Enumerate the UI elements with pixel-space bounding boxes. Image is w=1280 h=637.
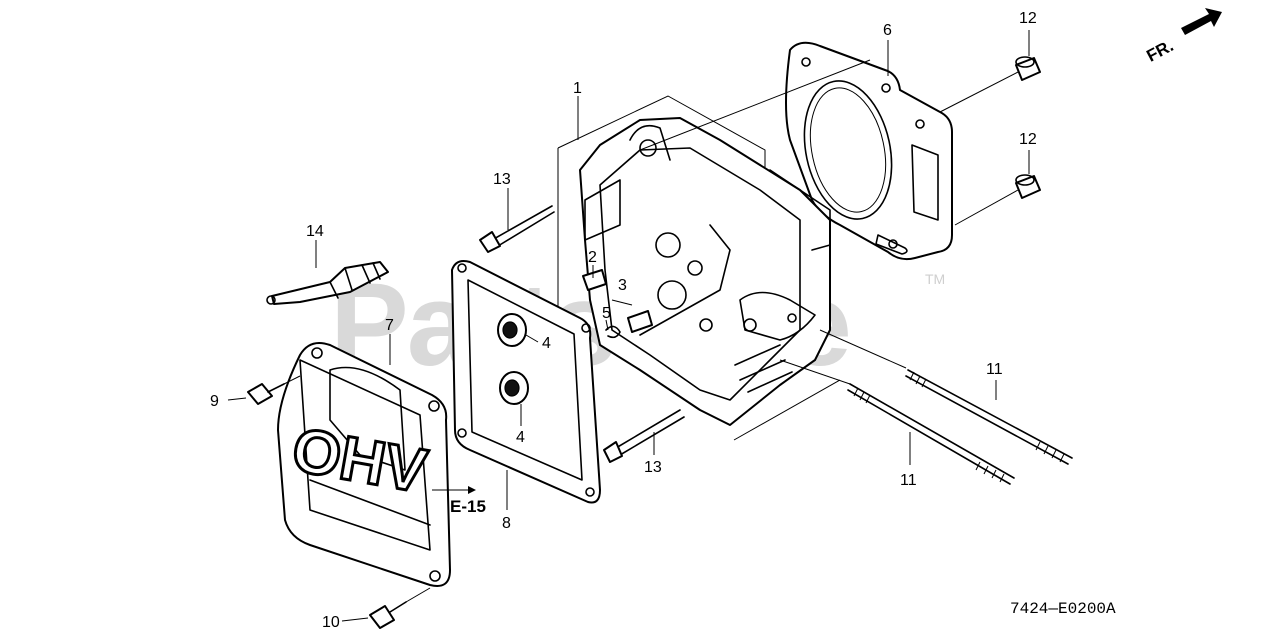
callout-12-upper: 12 bbox=[1019, 10, 1037, 27]
callout-6: 6 bbox=[883, 22, 892, 39]
dowel-pin-2 bbox=[582, 269, 607, 291]
head-cover: OHV bbox=[277, 342, 451, 587]
flange-bolt-lower bbox=[603, 409, 685, 463]
front-arrow-icon bbox=[1181, 8, 1222, 35]
dowel-pin-3 bbox=[627, 310, 653, 333]
watermark-trademark: TM bbox=[925, 271, 945, 287]
callout-4-upper: 4 bbox=[542, 335, 551, 352]
callout-4-lower: 4 bbox=[516, 429, 525, 446]
callout-3: 3 bbox=[618, 277, 627, 294]
spark-plug bbox=[266, 261, 389, 305]
callout-8: 8 bbox=[502, 515, 511, 532]
leader-lines bbox=[227, 30, 1030, 622]
callout-1: 1 bbox=[573, 80, 582, 97]
reference-label: E-15 bbox=[450, 497, 486, 516]
callout-9: 9 bbox=[210, 393, 219, 410]
callout-12-lower: 12 bbox=[1019, 131, 1037, 148]
front-direction-indicator: FR. bbox=[1143, 8, 1222, 66]
callout-2: 2 bbox=[588, 249, 597, 266]
front-direction-label: FR. bbox=[1143, 36, 1176, 66]
callout-10: 10 bbox=[322, 614, 340, 631]
valve-stem-seal-lower bbox=[499, 371, 529, 405]
cylinder-head bbox=[557, 95, 841, 441]
dowel-pin-upper bbox=[1015, 56, 1041, 81]
callout-11-upper: 11 bbox=[986, 361, 1003, 378]
diagram-code: 7424—E0200A bbox=[1010, 600, 1116, 618]
callout-11-lower: 11 bbox=[900, 472, 917, 489]
callout-14: 14 bbox=[306, 223, 324, 240]
cover-bolt-10 bbox=[369, 601, 407, 629]
stud-bolt-lower bbox=[847, 383, 1015, 485]
cylinder-head-gasket bbox=[785, 41, 953, 261]
valve-stem-seal-upper bbox=[497, 313, 527, 347]
stud-bolt-upper bbox=[905, 369, 1073, 465]
callout-5: 5 bbox=[602, 305, 611, 322]
cover-bolt-9 bbox=[247, 383, 285, 405]
dowel-pin-lower bbox=[1015, 174, 1041, 199]
callout-7: 7 bbox=[385, 317, 394, 334]
callout-13-lower: 13 bbox=[644, 459, 662, 476]
clip-5 bbox=[605, 325, 621, 339]
flange-bolt-upper bbox=[479, 205, 555, 253]
callout-13-upper: 13 bbox=[493, 171, 511, 188]
